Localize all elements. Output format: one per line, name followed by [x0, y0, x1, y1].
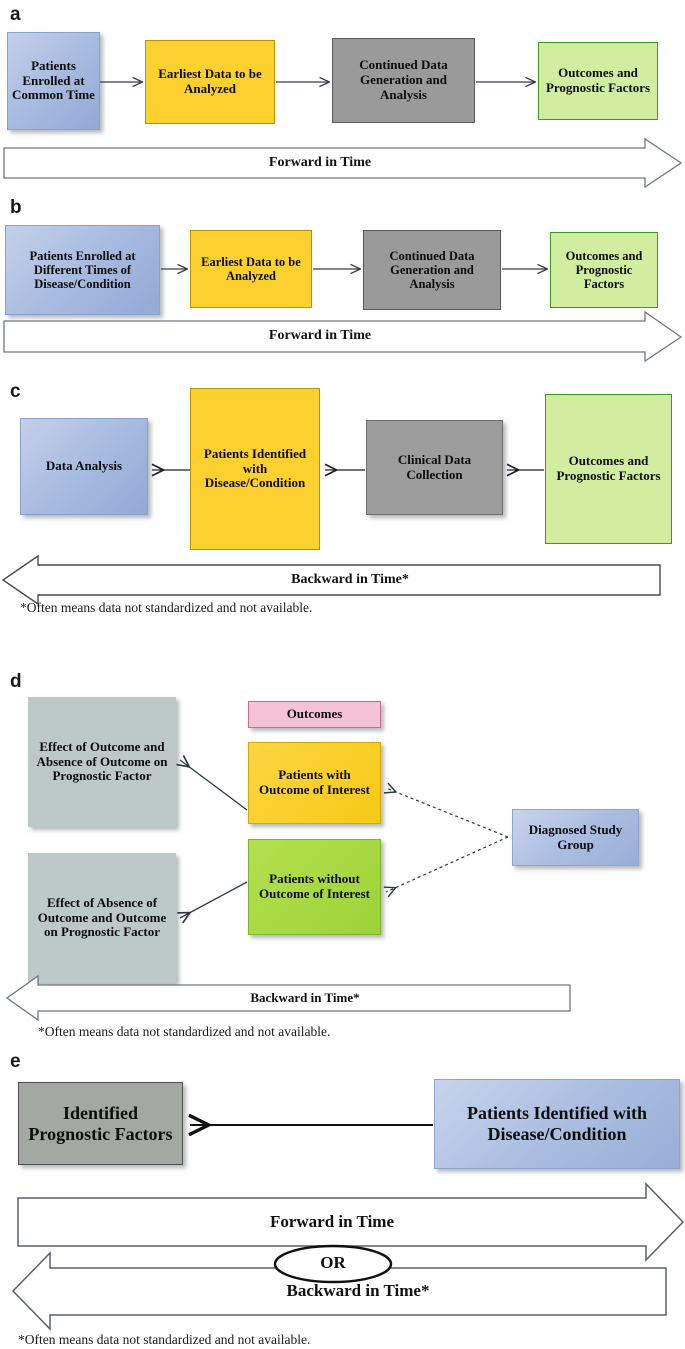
panel-b-letter: b	[10, 197, 22, 218]
panel-c: c Data Analysis Patients Identified with…	[0, 370, 685, 620]
panel-e: e Identified Prognostic Factors Patients…	[0, 1040, 685, 1349]
box-effect-absence-outcome: Effect of Absence of Outcome and Outcome…	[28, 853, 176, 983]
box-outcomes-prognostic: Outcomes and Prognostic Factors	[550, 232, 658, 308]
backward-in-time-label: Backward in Time*	[291, 572, 409, 587]
or-ellipse	[273, 1244, 393, 1284]
panel-a: a Patients Enrolled at Common Time Earli…	[0, 0, 685, 190]
forward-in-time-label: Forward in Time	[268, 155, 372, 170]
panel-a-letter: a	[10, 4, 21, 25]
backward-in-time-label: Backward in Time*	[286, 1281, 430, 1300]
box-continued-data: Continued Data Generation and Analysis	[363, 230, 501, 310]
panel-d-footnote: *Often means data not standardized and n…	[38, 1024, 331, 1039]
box-earliest-data: Earliest Data to be Analyzed	[145, 40, 275, 124]
panel-d: d Effect of Outcome and Absence of Outco…	[0, 660, 685, 1040]
panel-b-connectors	[3, 190, 683, 363]
box-patients-without-outcome: Patients without Outcome of Interest	[248, 839, 381, 935]
forward-in-time-arrow	[3, 137, 683, 189]
box-earliest-data: Earliest Data to be Analyzed	[190, 230, 312, 308]
backward-in-time-arrow	[11, 1251, 667, 1331]
box-patients-enrolled-common-time: Patients Enrolled at Common Time	[7, 32, 100, 130]
panel-c-footnote: *Often means data not standardized and n…	[20, 600, 313, 615]
backward-in-time-arrow	[5, 974, 571, 1022]
panel-d-letter: d	[10, 671, 22, 692]
box-patients-enrolled-different-times: Patients Enrolled at Different Times of …	[5, 225, 160, 315]
forward-in-time-arrow	[17, 1182, 685, 1262]
panel-a-connectors	[3, 0, 683, 189]
box-patients-with-outcome: Patients with Outcome of Interest	[248, 742, 381, 824]
panel-c-connectors	[1, 370, 661, 606]
box-effect-outcome-absence: Effect of Outcome and Absence of Outcome…	[28, 697, 176, 827]
box-continued-data: Continued Data Generation and Analysis	[332, 38, 475, 123]
box-outcomes-prognostic: Outcomes and Prognostic Factors	[545, 394, 672, 544]
backward-in-time-label: Backward in Time*	[250, 990, 360, 1005]
box-outcomes-header: Outcomes	[248, 701, 381, 728]
box-diagnosed-study-group: Diagnosed Study Group	[512, 809, 639, 866]
box-patients-identified-disease: Patients Identified with Disease/Conditi…	[434, 1079, 680, 1169]
box-patients-identified: Patients Identified with Disease/Conditi…	[190, 388, 320, 550]
forward-in-time-label: Forward in Time	[268, 328, 372, 343]
box-outcomes-prognostic: Outcomes and Prognostic Factors	[538, 42, 658, 120]
panel-e-letter: e	[10, 1051, 21, 1072]
backward-in-time-arrow	[1, 554, 661, 606]
panel-e-footnote: *Often means data not standardized and n…	[18, 1332, 311, 1347]
box-identified-prognostic-factors: Identified Prognostic Factors	[18, 1082, 183, 1165]
forward-in-time-arrow	[3, 310, 683, 363]
panel-e-connectors	[11, 1040, 685, 1331]
or-label: OR	[320, 1253, 346, 1272]
panel-c-letter: c	[10, 381, 21, 402]
box-data-analysis: Data Analysis	[20, 418, 148, 515]
panel-d-connectors	[5, 660, 571, 1022]
box-clinical-data-collection: Clinical Data Collection	[366, 420, 503, 515]
panel-b: b Patients Enrolled at Different Times o…	[0, 190, 685, 370]
forward-in-time-label: Forward in Time	[269, 1212, 395, 1231]
